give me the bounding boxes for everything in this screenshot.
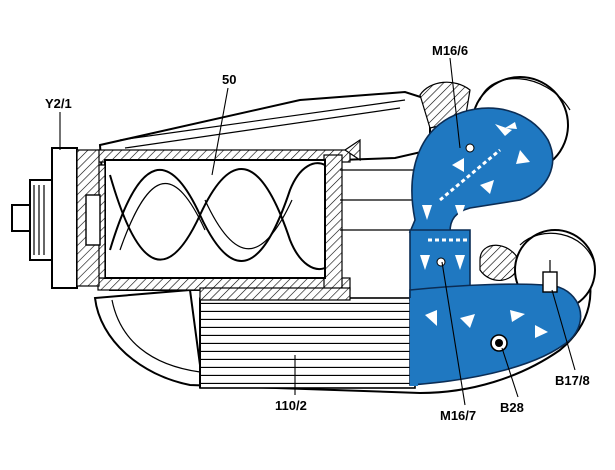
label-m16-6: M16/6	[432, 43, 468, 58]
flow-arrow	[422, 205, 432, 220]
flow-arrow	[510, 310, 525, 322]
flow-arrow	[460, 314, 475, 328]
flow-arrow	[420, 255, 430, 270]
flow-arrow	[480, 180, 494, 194]
leader-lines	[59, 57, 576, 406]
intercooler-core	[199, 297, 416, 389]
flow-arrow	[452, 158, 464, 172]
flow-arrow	[516, 150, 530, 164]
flow-arrow	[500, 120, 517, 129]
sensor-b17-8	[542, 260, 558, 293]
label-b17-8: B17/8	[555, 373, 590, 388]
flow-arrow	[425, 310, 437, 326]
sensor-b28	[490, 334, 508, 352]
label-b28: B28	[500, 400, 524, 415]
label-50: 50	[222, 72, 236, 87]
magnetic-clutch	[11, 147, 101, 289]
label-110-2: 110/2	[275, 398, 307, 413]
flow-arrow	[495, 124, 512, 136]
airflow-arrows	[420, 120, 548, 338]
label-y2-1: Y2/1	[45, 96, 72, 111]
flow-arrow	[455, 255, 465, 270]
label-m16-7: M16/7	[440, 408, 476, 423]
rotor-chamber	[97, 159, 326, 279]
flow-arrow	[455, 205, 465, 220]
flow-arrow	[535, 325, 548, 338]
throttle-flaps	[428, 143, 501, 267]
